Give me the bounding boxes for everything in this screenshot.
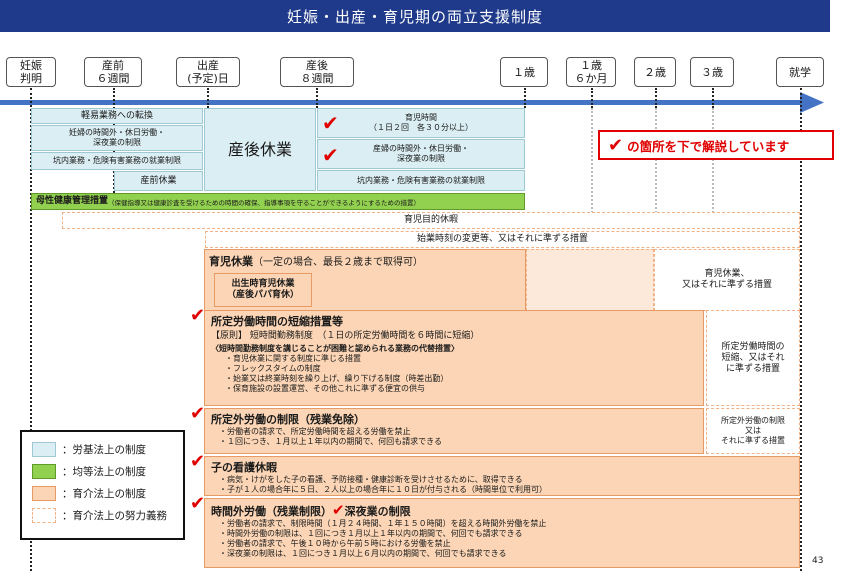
guide-age1-6-light [591,108,593,248]
timeline-age-1-6: １歳 ６か月 [566,57,616,87]
short-hours-alt-title: 〈短時間勤務制度を講じることが困難と認められる業務の代替措置〉 [211,344,459,353]
timeline-arrowhead-icon [800,92,824,113]
short-hours-alt-item: ・フレックスタイムの制度 [225,364,321,373]
overtime-limit-item: ・労働者の請求で、午後１０時から午前５時における労働を禁止 [219,539,451,548]
guide-age3-light [712,108,714,248]
maternal-health-note: （保健指導又は健康診査を受けるための時間の確保、指導事項を守ることができるように… [108,198,420,207]
maternal-health-title: 母性健康管理措置 [36,196,109,206]
callout-text: の箇所を下で解説しています [627,138,790,154]
legend-swatch-equal [32,463,56,479]
light-work-transfer: 軽易業務への転換 [31,108,203,124]
timeline-age-1: １歳 [500,57,548,87]
check-icon: ✔ [332,501,345,519]
legend-row-labor: ：労基法上の制度 [32,438,183,460]
short-hours-alt-item: ・始業又は終業時刻を繰り上げ、繰り下げる制度（時差出勤） [225,374,449,383]
page-title: 妊娠・出産・育児期の両立支援制度 [0,0,830,32]
overtime-exemption-item: ・労働者の請求で、所定労働時間を超える労働を禁止 [219,427,411,436]
short-hours-measures: 所定労働時間の短縮措置等 【原則】 短時間勤務制度 （１日の所定労働時間を６時間… [204,310,704,406]
page-number: 43 [812,556,824,566]
legend-label-equal: ：均等法上の制度 [62,465,146,478]
guide-school [800,88,802,571]
timeline-arrow [0,100,808,105]
guide-pregnancy [30,88,32,571]
check-icon: ✔ [190,403,206,424]
sick-child-item: ・子が１人の場合年に５日、２人以上の場合年に１０日が付与される（時間単位で利用可… [219,485,547,494]
overtime-exemption-title: 所定外労働の制限（残業免除） [211,413,365,426]
overtime-limit-title: 時間外労働（残業制限） [211,505,332,518]
legend-label-effort: ：育介法上の努力義務 [62,509,167,522]
sick-child-item: ・病気・けがをした子の看護、予防接種・健康診断を受けさせるために、取得できる [219,475,523,484]
short-hours-principle-label: 【原則】 [211,331,248,341]
childcare-leave-extension [526,249,654,311]
check-icon: ✔ [190,493,206,514]
overtime-exemption: 所定外労働の制限（残業免除） ・労働者の請求で、所定労働時間を超える労働を禁止 … [204,408,704,454]
timeline-school: 就学 [776,57,824,87]
paternity-leave: 出生時育児休業 （産後パパ育休） [214,273,312,307]
check-icon: ✔ [190,451,206,472]
overtime-night-limit: 時間外労働（残業制限）✔深夜業の制限 ・労働者の請求で、制限時間（１月２４時間、… [204,498,800,568]
legend-row-effort: ：育介法上の努力義務 [32,504,183,526]
short-hours-principle: 短時間勤務制度 （１日の所定労働時間を６時間に短縮） [249,331,480,341]
overtime-limit-item: ・労働者の請求で、制限時間（１月２４時間、１年１５０時間）を超える時間外労働を禁… [219,519,547,528]
postpartum-overtime-limit: 産婦の時間外・休日労働・ 深夜業の制限 [317,139,525,169]
legend-swatch-effort [32,507,56,523]
guide-age1-6 [591,88,593,108]
legend-row-equal: ：均等法上の制度 [32,460,183,482]
guide-age1 [524,88,526,108]
short-hours-alt-effort: 所定労働時間の 短縮、又はそれ に準ずる措置 [706,310,800,406]
legend: ：労基法上の制度 ：均等法上の制度 ：育介法上の制度 ：育介法上の努力義務 [20,430,185,540]
childcare-leave-alt: 育児休業、 又はそれに準ずる措置 [654,249,800,311]
pregnant-overtime-limit: 妊婦の時間外・休日労働・ 深夜業の制限 [31,125,203,151]
short-hours-alt-item: ・保育施設の設置運営、その他これに準ずる便宜の供与 [225,384,425,393]
maternal-health-measures: 母性健康管理措置 （保健指導又は健康診査を受けるための時間の確保、指導事項を守る… [31,193,525,210]
timeline-postbirth-8weeks: 産後 ８週間 [280,57,354,87]
check-icon: ✔ [322,143,339,167]
childcare-purpose-leave: 育児目的休暇 [62,212,800,229]
check-icon: ✔ [322,111,339,135]
overtime-limit-item: ・深夜業の制限は、１回につき１月以上６月以内の期間で、何回でも請求できる [219,549,507,558]
legend-swatch-childcare [32,485,56,501]
pregnant-harmful-work: 坑内業務・危険有害業務の就業制限 [31,152,203,170]
timeline-age-3: ３歳 [690,57,734,87]
overtime-exemption-alt-effort: 所定外労働の制限 又は それに準ずる措置 [706,408,800,454]
check-icon: ✔ [608,134,624,156]
legend-swatch-labor [32,441,56,457]
timeline-prebirth-6weeks: 産前 ６週間 [84,57,142,87]
guide-postbirth [316,88,318,108]
guide-age2 [655,88,657,108]
postpartum-harmful-work: 坑内業務・危険有害業務の就業制限 [317,170,525,191]
overtime-exemption-item: ・１回につき、１月以上１年以内の期間で、何回も請求できる [219,437,442,446]
night-work-limit-title: 深夜業の制限 [344,505,411,518]
sick-child-leave: 子の看護休暇 ・病気・けがをした子の看護、予防接種・健康診断を受けさせるために、… [204,456,800,496]
childcare-leave-note: （一定の場合、最長２歳まで取得可） [253,257,423,268]
guide-age2-light [655,108,657,248]
timeline-age-2: ２歳 [634,57,676,87]
timeline-pregnancy: 妊娠 判明 [6,57,56,87]
start-time-change: 始業時刻の変更等、又はそれに準ずる措置 [205,231,800,248]
sick-child-title: 子の看護休暇 [211,461,277,474]
nursing-time: 育児時間 （１日２回 各３０分以上） [317,108,525,138]
legend-label-labor: ：労基法上の制度 [62,443,146,456]
explanation-callout: ✔ の箇所を下で解説しています [598,130,834,160]
legend-label-childcare: ：育介法上の制度 [62,487,146,500]
postnatal-leave: 産後休業 [204,108,316,191]
short-hours-title: 所定労働時間の短縮措置等 [211,315,343,328]
prenatal-leave: 産前休業 [114,171,203,191]
check-icon: ✔ [190,305,206,326]
childcare-leave-title: 育児休業 [209,255,253,268]
legend-row-childcare: ：育介法上の制度 [32,482,183,504]
overtime-limit-item: ・時間外労働の制限は、１回につき１月以上１年以内の期間で、何回でも請求できる [219,529,523,538]
guide-age3 [712,88,714,108]
timeline-birth: 出産 (予定)日 [176,57,240,87]
short-hours-alt-item: ・育児休業に関する制度に準じる措置 [225,354,361,363]
guide-birth [207,88,209,108]
